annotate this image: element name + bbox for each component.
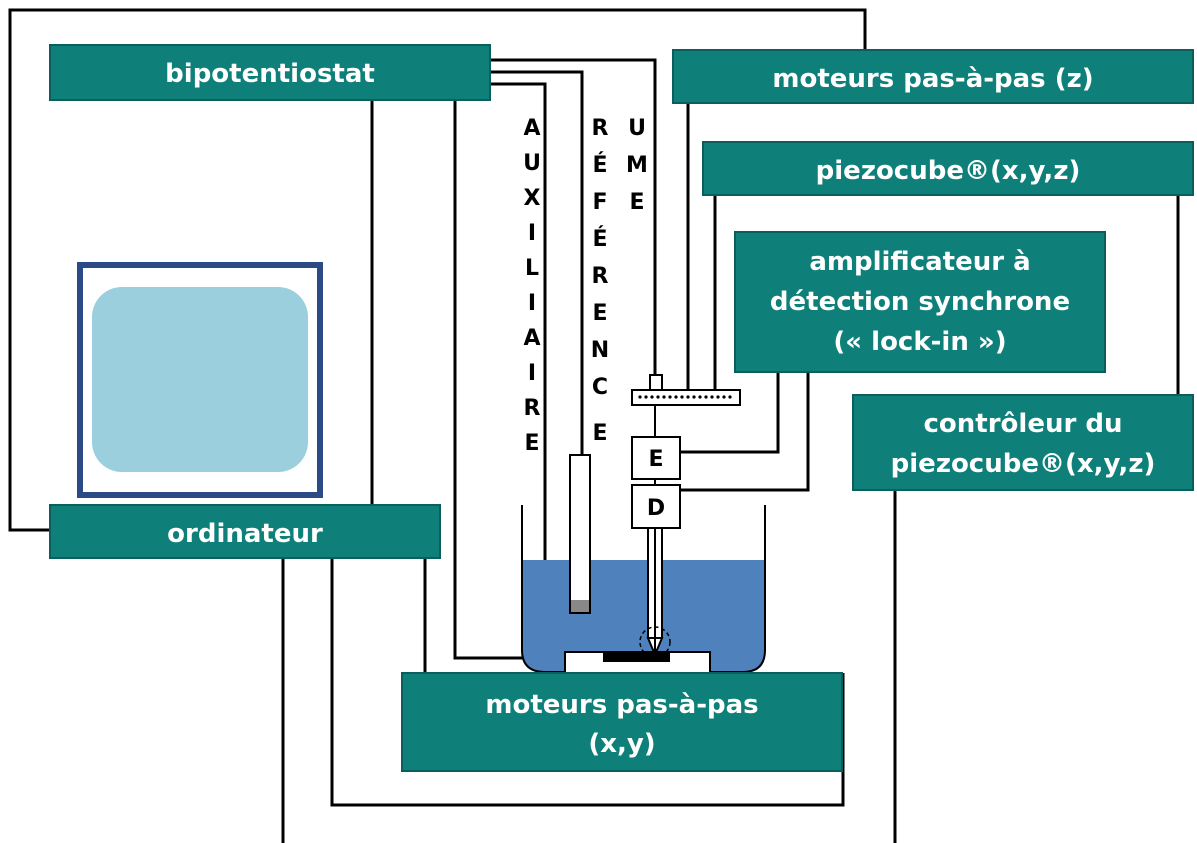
ref-letter: É (592, 152, 607, 178)
wire-lockin-E (680, 372, 780, 454)
motors-xy-line-1: moteurs pas-à-pas (485, 690, 758, 720)
aux-letter: I (528, 291, 536, 316)
box-bipotentiostat: bipotentiostat (49, 44, 491, 101)
wire-bipot-ume (490, 58, 657, 375)
ume-letter: E (629, 190, 644, 215)
wire-lockin-D (680, 372, 810, 492)
ref-letter: N (591, 338, 609, 363)
controller-line-2: piezocube®(x,y,z) (891, 449, 1156, 479)
module-D: D (631, 484, 681, 529)
label-ume: U M E (626, 116, 648, 215)
aux-letter: A (523, 326, 540, 351)
aux-letter: A (523, 116, 540, 141)
motors-xy-line-2: (x,y) (588, 729, 655, 759)
ume-tip-zoom-circle (639, 626, 671, 658)
piezocube-label: piezocube®(x,y,z) (816, 156, 1081, 186)
box-motors-xy: moteurs pas-à-pas (x,y) (401, 672, 843, 772)
box-motors-z: moteurs pas-à-pas (z) (672, 49, 1194, 104)
wire-bipot-reference (490, 70, 584, 455)
aux-letter: R (524, 396, 541, 421)
svg-text:D: D (647, 496, 665, 521)
ref-letter: R (592, 264, 609, 289)
module-E: E (631, 436, 681, 480)
ume-letter: M (626, 153, 648, 178)
ref-letter: E (592, 421, 607, 446)
controller-line-1: contrôleur du (924, 409, 1123, 439)
reference-electrode (569, 454, 591, 614)
lockin-line-1: amplificateur à (809, 247, 1030, 277)
box-piezocube: piezocube®(x,y,z) (702, 141, 1194, 196)
lockin-line-3: (« lock-in ») (833, 327, 1006, 357)
box-lockin: amplificateur à détection synchrone (« l… (734, 231, 1106, 373)
label-reference: R É F É R E N C E (591, 116, 609, 446)
aux-letter: I (528, 221, 536, 246)
ref-letter: E (592, 301, 607, 326)
ref-letter: C (592, 375, 608, 400)
box-controller: contrôleur du piezocube®(x,y,z) (852, 394, 1194, 491)
piezo-stage-bar (631, 389, 741, 406)
aux-letter: U (523, 151, 541, 176)
ref-letter: F (592, 190, 607, 215)
ordinateur-label: ordinateur (167, 519, 323, 549)
aux-letter: I (528, 361, 536, 386)
ref-letter: R (592, 116, 609, 141)
wire-bipot-auxiliaire (490, 82, 547, 605)
box-ordinateur: ordinateur (49, 504, 441, 559)
lockin-line-2: détection synchrone (770, 287, 1070, 317)
label-auxiliaire: A U X I L I A I R E (523, 116, 541, 456)
electrochemical-cell: E D (521, 374, 766, 675)
aux-letter: L (525, 256, 539, 281)
aux-letter: E (524, 431, 539, 456)
computer-monitor-icon (77, 262, 323, 498)
wire-outer-loop (8, 8, 867, 532)
ref-letter: É (592, 226, 607, 252)
piezo-stage-dots (638, 395, 732, 399)
aux-letter: X (524, 186, 541, 211)
ume-letter: U (628, 116, 646, 141)
substrate (603, 652, 670, 662)
reference-frit (571, 600, 589, 612)
motors-z-label: moteurs pas-à-pas (z) (772, 64, 1093, 94)
svg-text:E: E (648, 447, 663, 472)
bipotentiostat-label: bipotentiostat (165, 59, 375, 89)
